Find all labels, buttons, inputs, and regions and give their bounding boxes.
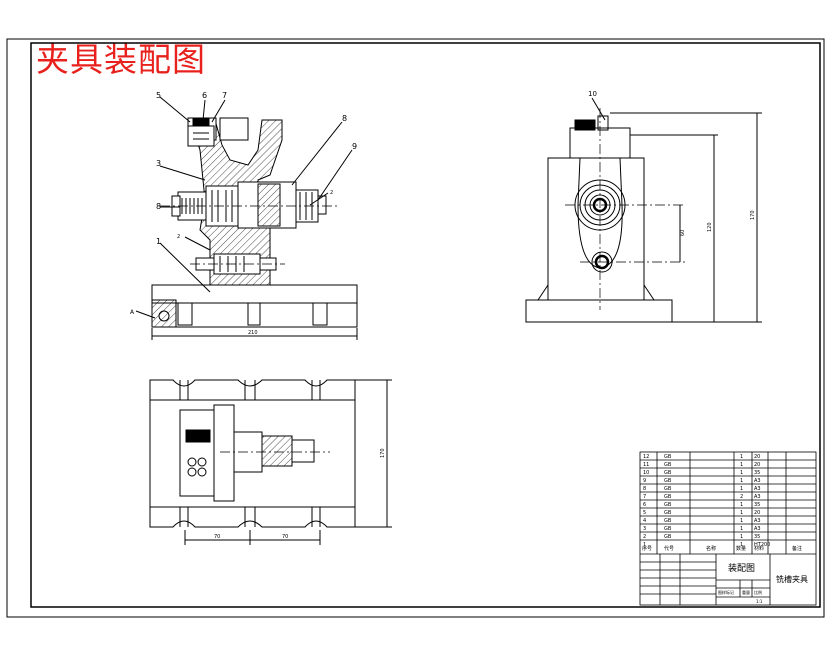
header-name: 名称 bbox=[706, 545, 716, 552]
parts-cell: 1 bbox=[643, 542, 646, 548]
dim-70-left: 70 bbox=[214, 534, 220, 540]
parts-cell: 35 bbox=[754, 502, 760, 508]
parts-cell: 2 bbox=[740, 494, 743, 500]
drawing-title: 夹具装配图 bbox=[36, 40, 206, 79]
parts-cell: GB bbox=[664, 494, 672, 500]
parts-cell: 4 bbox=[643, 518, 646, 524]
parts-cell: A3 bbox=[754, 526, 761, 532]
label-scale: 比例 bbox=[754, 589, 762, 595]
parts-cell: 20 bbox=[754, 462, 760, 468]
parts-cell: 35 bbox=[754, 470, 760, 476]
front-view bbox=[135, 96, 358, 340]
parts-cell: 10 bbox=[643, 470, 649, 476]
side-view bbox=[525, 97, 762, 323]
parts-cell: GB bbox=[664, 510, 672, 516]
dim-60: 60 bbox=[680, 230, 686, 236]
callout-6: 6 bbox=[202, 91, 207, 100]
parts-cell: GB bbox=[664, 526, 672, 532]
label-weight: 重量 bbox=[742, 589, 750, 595]
parts-cell: 5 bbox=[643, 510, 646, 516]
parts-cell: 1 bbox=[740, 486, 743, 492]
header-no: 序号 bbox=[642, 545, 652, 552]
parts-cell: 1 bbox=[740, 542, 743, 548]
fixture-name: 铣槽夹具 bbox=[776, 574, 808, 584]
parts-cell: A3 bbox=[754, 478, 761, 484]
parts-cell: 1 bbox=[740, 502, 743, 508]
dim-70-right: 70 bbox=[282, 534, 288, 540]
parts-cell: 1 bbox=[740, 470, 743, 476]
parts-list-frame bbox=[639, 451, 817, 606]
parts-cell: 11 bbox=[643, 462, 649, 468]
parts-cell: 1 bbox=[740, 478, 743, 484]
parts-cell: 1 bbox=[740, 534, 743, 540]
dim-170: 170 bbox=[750, 210, 756, 220]
parts-cell: GB bbox=[664, 470, 672, 476]
parts-cell: GB bbox=[664, 462, 672, 468]
callout-7: 7 bbox=[222, 91, 227, 100]
parts-cell: GB bbox=[664, 454, 672, 460]
callout-A: A bbox=[130, 309, 135, 316]
dim-210: 210 bbox=[248, 330, 258, 336]
top-view-labels: 70 70 170 bbox=[214, 448, 386, 540]
inner-border bbox=[30, 42, 821, 608]
parts-cell: GB bbox=[664, 534, 672, 540]
parts-cell: 7 bbox=[643, 494, 646, 500]
outer-border bbox=[6, 38, 825, 618]
parts-cell: A3 bbox=[754, 518, 761, 524]
parts-cell: GB bbox=[664, 486, 672, 492]
callout-1: 1 bbox=[156, 237, 161, 246]
scale-value: 1:1 bbox=[756, 599, 763, 604]
parts-cell: 1 bbox=[740, 510, 743, 516]
parts-cell: A3 bbox=[754, 486, 761, 492]
parts-list-header: 序号 代号 名称 数量 材料 备注 bbox=[642, 545, 802, 552]
parts-cell: A3 bbox=[754, 494, 761, 500]
parts-cell: 20 bbox=[754, 454, 760, 460]
dim-120: 120 bbox=[707, 222, 713, 232]
header-qty: 数量 bbox=[736, 545, 746, 552]
parts-cell: GB bbox=[664, 518, 672, 524]
callout-8-left: 8 bbox=[156, 202, 161, 211]
parts-cell: GB bbox=[664, 502, 672, 508]
parts-cell: 1 bbox=[740, 454, 743, 460]
header-code: 代号 bbox=[664, 545, 674, 552]
parts-cell: 35 bbox=[754, 534, 760, 540]
header-note: 备注 bbox=[792, 545, 802, 552]
front-view-labels: 5 6 7 8 9 3 8 2 1 A 2 210 bbox=[130, 91, 357, 336]
parts-cell: 1 bbox=[740, 462, 743, 468]
parts-cell: HT200 bbox=[754, 542, 770, 548]
drawing-name: 装配图 bbox=[728, 562, 755, 574]
parts-cell: 8 bbox=[643, 486, 646, 492]
callout-5: 5 bbox=[156, 91, 161, 100]
parts-cell: 9 bbox=[643, 478, 646, 484]
label-mark: 图样标记 bbox=[718, 589, 734, 595]
parts-cell: 1 bbox=[740, 518, 743, 524]
callout-3: 3 bbox=[156, 159, 161, 168]
parts-cell: 2 bbox=[643, 534, 646, 540]
dim-170-top: 170 bbox=[380, 448, 386, 458]
callout-9: 9 bbox=[352, 142, 357, 151]
callout-10: 10 bbox=[588, 90, 597, 98]
parts-cell: 6 bbox=[643, 502, 646, 508]
callout-2-right: 2 bbox=[330, 190, 333, 196]
title-block-text: 装配图 铣槽夹具 图样标记 重量 比例 1:1 bbox=[718, 562, 808, 604]
parts-cell: 12 bbox=[643, 454, 649, 460]
parts-cell: 20 bbox=[754, 510, 760, 516]
callout-8-upper: 8 bbox=[342, 114, 347, 123]
callout-2: 2 bbox=[177, 234, 180, 240]
parts-cell: 3 bbox=[643, 526, 646, 532]
top-view bbox=[149, 379, 392, 545]
side-view-labels: 10 60 120 170 bbox=[588, 90, 756, 236]
header-material: 材料 bbox=[754, 545, 764, 552]
parts-cell: 1 bbox=[740, 526, 743, 532]
parts-cell: GB bbox=[664, 478, 672, 484]
